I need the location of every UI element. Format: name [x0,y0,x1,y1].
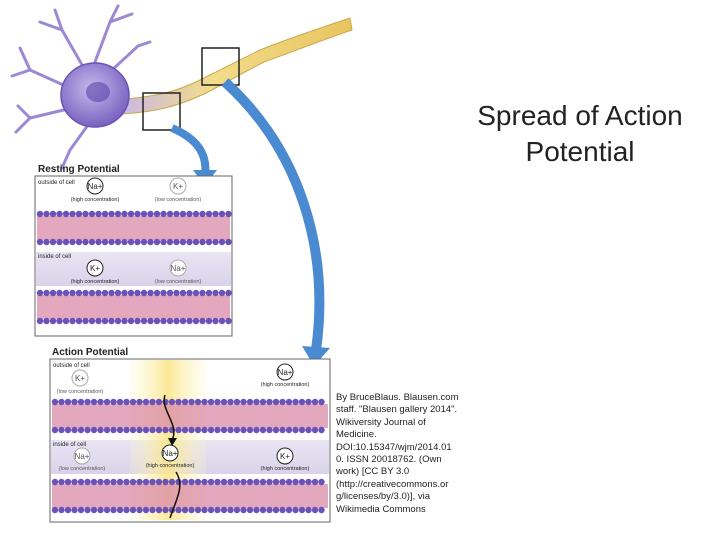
resting-k-bottom-ion: K+ [90,264,100,273]
action-outside-label: outside of cell [53,363,90,369]
slide-title-line-1: Spread of Action [477,100,683,131]
action-k-bottom-ion: K+ [280,452,290,461]
action-potential-panel: Action Potential outside of cell K+ (low… [49,347,331,523]
arrow-to-action-panel [221,78,325,351]
action-na-top-ion: Na+ [278,368,293,377]
action-k-top-ion: K+ [75,374,85,383]
resting-na-bottom-conc: (low concentration) [155,279,202,285]
credit-line: (http://creativecommons.or [336,478,449,490]
resting-na-top-conc: (high concentration) [71,197,120,203]
cell-membrane [51,398,328,434]
action-na-bottom-ion: Na+ [75,452,90,461]
na-flow-arrow [169,471,181,519]
action-heading: Action Potential [52,347,128,358]
credit-line: DOI:10.15347/wjm/2014.01 [336,441,452,453]
arrow-to-resting-panel [170,124,210,177]
zoom-box-action [201,47,240,86]
credit-line: g/licenses/by/3.0)], via [336,491,430,503]
resting-potential-panel: Resting Potential outside of cell Na+ (h… [34,164,233,337]
action-k-top-conc: (low concentration) [57,389,104,395]
cell-membrane [51,478,328,514]
neuron-illustration [10,4,353,170]
cell-membrane [36,210,232,246]
credit-line: Wikimedia Commons [336,503,426,515]
resting-heading: Resting Potential [38,164,120,175]
action-inside-label: inside of cell [53,442,86,448]
credit-line: By BruceBlaus. Blausen.com [336,392,459,403]
resting-k-top-ion: K+ [173,182,183,191]
credit-line: work) [CC BY 3.0 [336,466,410,478]
action-na-bottom-conc: (low concentration) [59,466,106,472]
slide-title: Spread of Action Potential [455,98,705,170]
zoom-box-resting [142,92,181,131]
action-k-bottom-conc: (high concentration) [261,466,310,472]
resting-outside-label: outside of cell [38,180,75,186]
resting-k-bottom-conc: (high concentration) [71,279,120,285]
resting-inside-label: inside of cell [38,254,71,260]
credit-line: Wikiversity Journal of [336,416,426,428]
credit-line: 0. ISSN 20018762. (Own [336,454,442,466]
slide-title-line-2: Potential [525,136,635,167]
credit-line: Medicine. [336,429,377,441]
image-credit: By BruceBlaus. Blausen.com staff. "Blaus… [336,392,459,516]
resting-na-top-ion: Na+ [88,182,103,191]
na-influx-arrow [163,394,175,441]
resting-na-bottom-ion: Na+ [171,264,186,273]
action-na-top-conc: (high concentration) [261,382,310,388]
cell-membrane [36,289,232,325]
resting-k-top-conc: (low concentration) [155,197,202,203]
action-na-center-conc: (high concentration) [146,463,195,469]
action-na-center-ion: Na+ [163,449,178,458]
credit-line: staff. "Blausen gallery 2014". [336,404,458,416]
